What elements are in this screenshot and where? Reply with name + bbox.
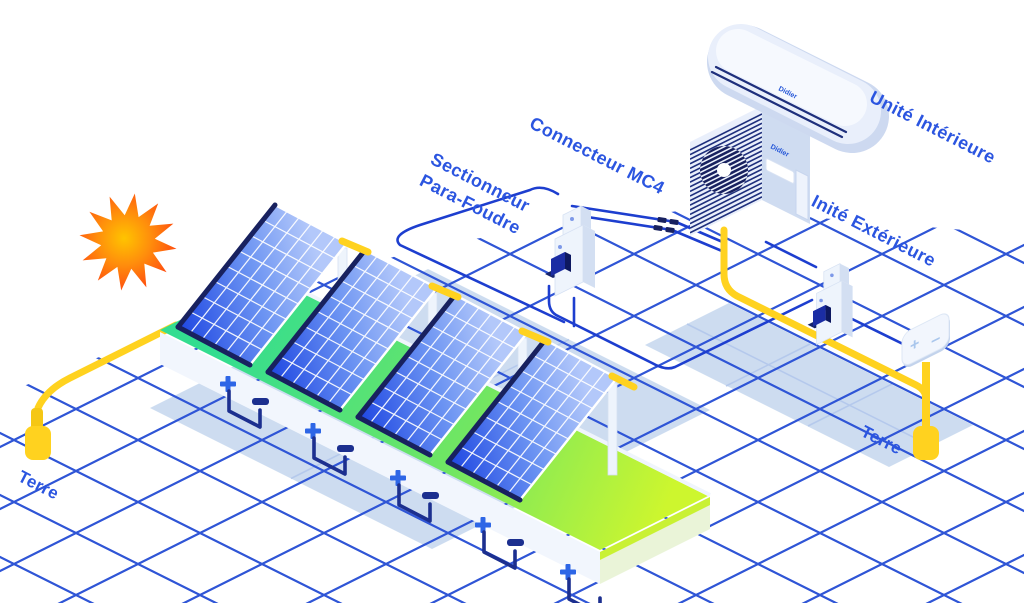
svg-text:+: +: [910, 333, 919, 356]
earth-rod-left: [25, 408, 51, 460]
polarity-plate: + −: [901, 313, 950, 368]
plate-post: [922, 362, 930, 432]
earth-rod-right: [913, 426, 939, 460]
panel-connectors: [338, 237, 638, 391]
mc4-connector-icon: [653, 216, 679, 234]
ground-wire-left: [34, 321, 180, 428]
solar-array: [178, 205, 634, 500]
indoor-unit: Didier: [707, 24, 889, 153]
panel-terminals: [220, 376, 602, 603]
sun-icon: [79, 193, 177, 291]
svg-text:−: −: [931, 329, 940, 352]
